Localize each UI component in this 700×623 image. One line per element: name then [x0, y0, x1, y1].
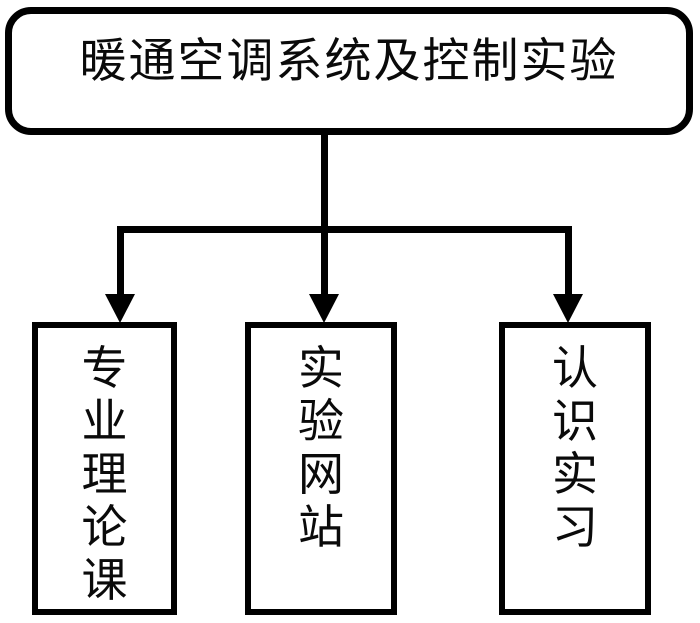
leaf-1-char-5: 课 [81, 553, 128, 607]
connector-drop-right [565, 226, 572, 296]
leaf-2-char-4: 站 [298, 500, 344, 554]
leaf-3-char-4: 习 [552, 500, 598, 554]
root-node-label: 暖通空调系统及控制实验 [79, 34, 619, 89]
connector-drop-left [117, 226, 124, 296]
leaf-1-char-1: 专 [81, 341, 128, 395]
leaf-1-char-2: 业 [81, 394, 128, 448]
leaf-1-char-4: 论 [81, 500, 128, 554]
leaf-node-2-label: 实 验 网 站 [251, 342, 391, 554]
arrow-head-right-icon [553, 294, 583, 323]
leaf-node-experiment-website[interactable]: 实 验 网 站 [245, 322, 397, 615]
leaf-2-char-2: 验 [298, 394, 344, 448]
leaf-3-char-3: 实 [552, 447, 598, 501]
leaf-2-char-1: 实 [298, 341, 344, 395]
root-node[interactable]: 暖通空调系统及控制实验 [5, 7, 693, 135]
arrow-head-middle-icon [309, 294, 339, 323]
connector-drop-middle [321, 226, 328, 296]
leaf-3-char-2: 识 [552, 394, 598, 448]
leaf-1-char-3: 理 [81, 447, 128, 501]
arrow-head-left-icon [105, 294, 135, 323]
leaf-node-professional-theory-course[interactable]: 专 业 理 论 课 [32, 322, 177, 615]
leaf-node-1-label: 专 业 理 论 课 [38, 342, 171, 607]
leaf-node-cognition-internship[interactable]: 认 识 实 习 [499, 322, 651, 615]
leaf-2-char-3: 网 [298, 447, 344, 501]
connector-horizontal-bus [117, 226, 572, 233]
leaf-3-char-1: 认 [552, 341, 598, 395]
leaf-node-3-label: 认 识 实 习 [505, 342, 645, 554]
connector-root-stem [321, 133, 328, 232]
